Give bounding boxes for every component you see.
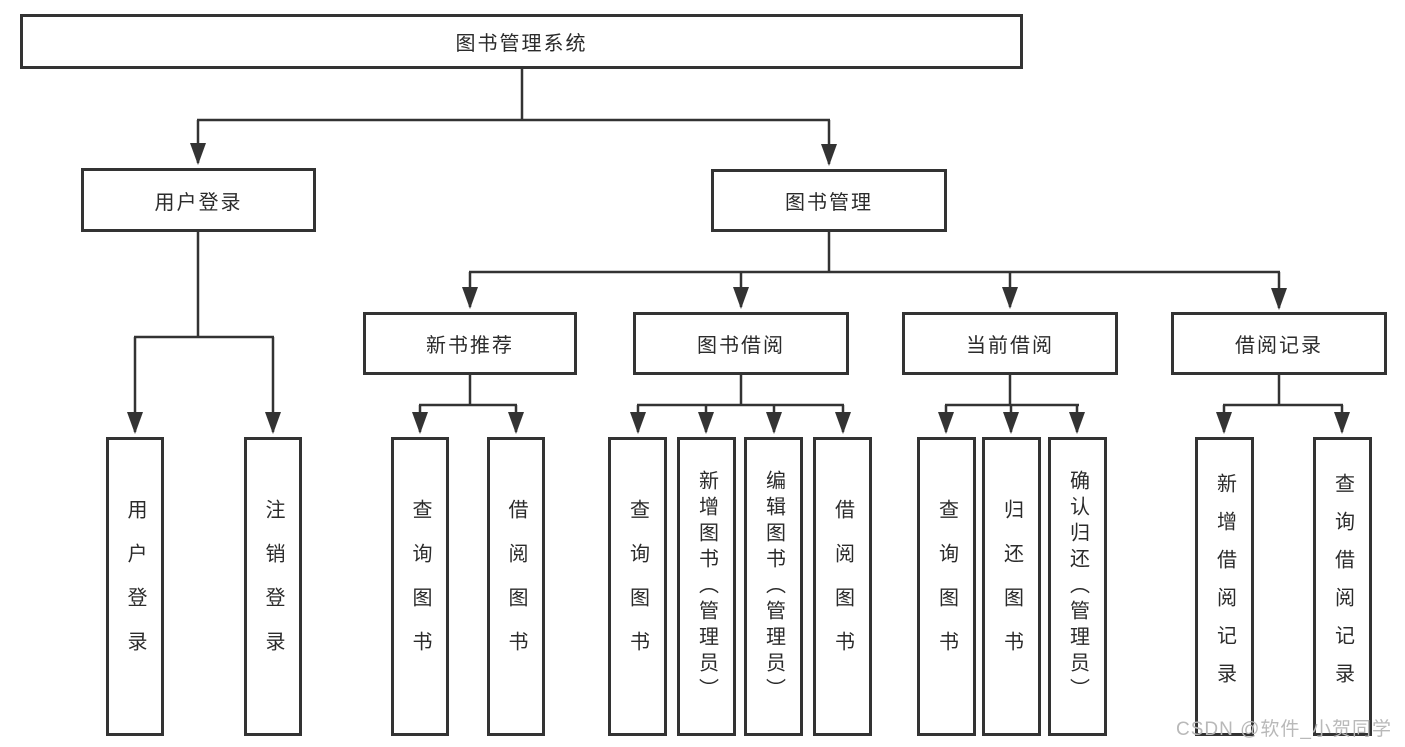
leaf-confirm-return-admin-label: 确认归还（管理员） (1066, 469, 1089, 704)
node-library-system-label: 图书管理系统 (455, 33, 588, 55)
leaf-logout-label: 注销登录 (262, 498, 284, 675)
leaf-return-book: 归还图书 (982, 437, 1041, 736)
leaf-logout: 注销登录 (244, 437, 302, 736)
leaf-edit-book-admin: 编辑图书（管理员） (744, 437, 803, 736)
leaf-borrow-book-1: 借阅图书 (487, 437, 545, 736)
leaf-query-book-1: 查询图书 (391, 437, 449, 736)
node-book-management: 图书管理 (711, 169, 947, 232)
leaf-return-book-label: 归还图书 (1000, 498, 1023, 675)
node-user-login-label: 用户登录 (154, 191, 243, 214)
node-user-login: 用户登录 (81, 168, 316, 232)
node-current-borrow: 当前借阅 (902, 312, 1118, 375)
leaf-query-book-2: 查询图书 (608, 437, 667, 736)
leaf-add-book-admin-label: 新增图书（管理员） (695, 469, 718, 704)
leaf-query-book-3: 查询图书 (917, 437, 976, 736)
leaf-query-book-3-label: 查询图书 (935, 498, 958, 675)
leaf-borrow-book-2: 借阅图书 (813, 437, 872, 736)
leaf-user-login-label: 用户登录 (124, 498, 146, 675)
node-new-book-recommend-label: 新书推荐 (426, 335, 514, 357)
node-borrow-record-label: 借阅记录 (1235, 335, 1323, 357)
leaf-query-borrow-record: 查询借阅记录 (1313, 437, 1372, 736)
leaf-query-borrow-record-label: 查询借阅记录 (1331, 472, 1354, 701)
leaf-add-borrow-record-label: 新增借阅记录 (1213, 472, 1236, 701)
leaf-query-book-1-label: 查询图书 (409, 498, 431, 675)
node-new-book-recommend: 新书推荐 (363, 312, 577, 375)
leaf-borrow-book-1-label: 借阅图书 (505, 498, 527, 675)
leaf-add-borrow-record: 新增借阅记录 (1195, 437, 1254, 736)
csdn-watermark: CSDN @软件_小贺同学 (1176, 719, 1392, 740)
node-borrow-record: 借阅记录 (1171, 312, 1387, 375)
leaf-confirm-return-admin: 确认归还（管理员） (1048, 437, 1107, 736)
leaf-edit-book-admin-label: 编辑图书（管理员） (762, 469, 785, 704)
leaf-add-book-admin: 新增图书（管理员） (677, 437, 736, 736)
node-library-system: 图书管理系统 (20, 14, 1023, 69)
node-book-borrow-label: 图书借阅 (697, 335, 785, 357)
node-book-management-label: 图书管理 (785, 192, 873, 214)
leaf-borrow-book-2-label: 借阅图书 (831, 498, 854, 675)
leaf-user-login: 用户登录 (106, 437, 164, 736)
node-current-borrow-label: 当前借阅 (966, 335, 1054, 357)
leaf-query-book-2-label: 查询图书 (626, 498, 649, 675)
node-book-borrow: 图书借阅 (633, 312, 849, 375)
